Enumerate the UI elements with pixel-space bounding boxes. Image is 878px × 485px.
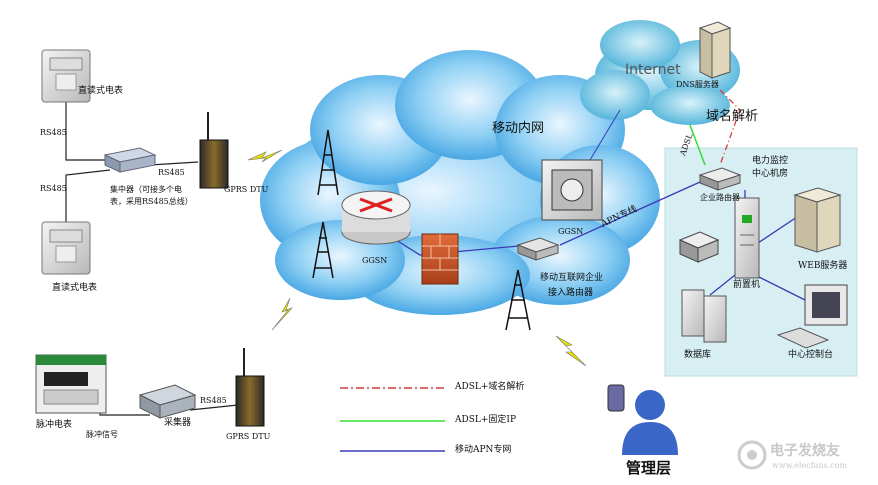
internet-label: Internet <box>625 62 681 78</box>
pulse-signal-label: 脉冲信号 <box>86 430 118 439</box>
mobile-intranet-label: 移动内网 <box>492 121 545 136</box>
dns-server-icon <box>698 21 732 79</box>
corp-router-icon <box>698 167 742 191</box>
collector-icon <box>138 384 197 419</box>
gprs-dtu-top-label: GPRS DTU <box>224 185 269 194</box>
concentrator-label: 集中器（可接多个电 <box>110 185 182 194</box>
watermark-text: 电子发烧友 <box>770 443 840 459</box>
database-icon <box>681 289 727 343</box>
mobile-cloud <box>260 50 660 315</box>
enterprise-router-label-2: 接入路由器 <box>548 288 594 298</box>
ggsn-router-icon <box>341 190 411 245</box>
ggsn-box-icon <box>541 159 603 221</box>
watermark-url: www.elecfans.com <box>772 461 848 470</box>
gprs-dtu-bottom-icon <box>235 348 265 427</box>
frontend-label: 前置机 <box>733 280 761 290</box>
wiring <box>65 92 239 416</box>
database-label: 数据库 <box>684 350 712 360</box>
web-server-icon <box>793 187 842 253</box>
rs485-label-a: RS485 <box>40 128 67 137</box>
rs485-label-b: RS485 <box>40 184 67 193</box>
pulse-meter-label: 脉冲电表 <box>36 420 73 430</box>
enterprise-router-icon <box>516 237 560 261</box>
corp-router-label: 企业路由器 <box>700 193 740 202</box>
watermark-logo <box>737 440 767 470</box>
signal-bolts <box>247 149 587 367</box>
tower-icons <box>312 129 531 331</box>
meter-top-icon <box>41 49 91 103</box>
datacenter-title-2: 中心机房 <box>752 169 789 179</box>
collector-label: 采集器 <box>164 418 192 428</box>
datacenter-title: 电力监控 <box>752 156 789 166</box>
gprs-dtu-top-icon <box>199 112 229 189</box>
legend-apn: 移动APN专网 <box>455 445 512 455</box>
adsl-dns-line <box>719 89 741 166</box>
console-label: 中心控制台 <box>788 350 834 360</box>
console-icon <box>776 284 848 349</box>
concentrator-label-2: 表，采用RS485总线） <box>110 197 193 206</box>
legend-adsl-ip: ADSL+固定IP <box>455 415 517 425</box>
adsl-green-line <box>689 124 706 166</box>
ggsn-right-label: GGSN <box>558 227 584 236</box>
printer-icon <box>678 231 720 263</box>
frontend-server-icon <box>734 197 760 279</box>
rs485-label-c: RS485 <box>158 168 185 177</box>
dns-server-label: DNS服务器 <box>676 80 719 89</box>
meter-bottom-label: 直读式电表 <box>52 283 98 293</box>
domain-resolution-label: 域名解析 <box>706 109 759 124</box>
internet-cloud <box>580 20 740 125</box>
cloud-internet-line <box>589 109 621 161</box>
meter-bottom-icon <box>41 221 91 275</box>
legend-lines <box>340 387 445 452</box>
meter-top-label: 直读式电表 <box>78 86 124 96</box>
pulse-meter-icon <box>35 354 107 414</box>
manager-icon <box>607 384 678 455</box>
legend-adsl-dns: ADSL+域名解析 <box>455 382 525 392</box>
management-label: 管理层 <box>626 459 672 477</box>
firewall-icon <box>421 233 459 285</box>
web-server-label: WEB服务器 <box>798 261 848 271</box>
rs485-label-d: RS485 <box>200 396 227 405</box>
gprs-dtu-bottom-label: GPRS DTU <box>226 432 271 441</box>
concentrator-icon <box>103 147 157 173</box>
ggsn-left-label: GGSN <box>362 256 388 265</box>
enterprise-router-label: 移动互联网企业 <box>540 273 604 283</box>
